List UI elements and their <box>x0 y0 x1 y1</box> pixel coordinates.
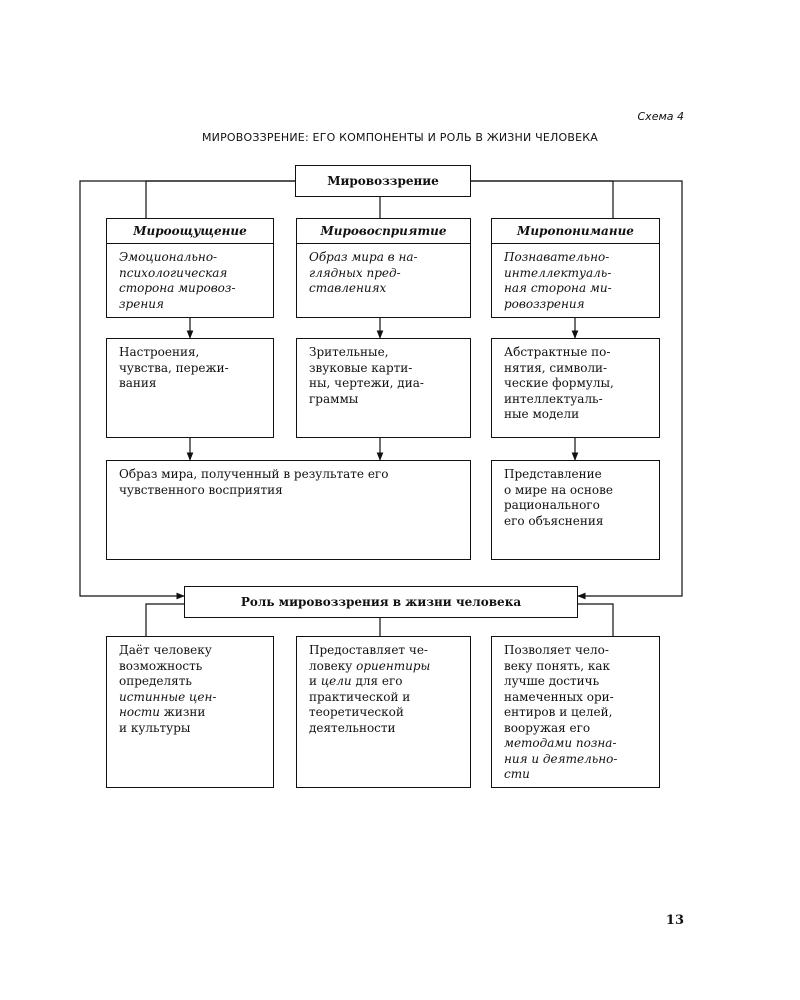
role-line: ентиров и целей, <box>504 705 613 719</box>
role-box: Роль мировоззрения в жизни человека <box>184 586 578 618</box>
role-line: возможность <box>119 658 203 673</box>
column-header: Миропонимание <box>492 219 659 244</box>
column-header: Мироощущение <box>107 219 273 244</box>
role-line: сти <box>504 767 530 781</box>
connector-role-right <box>578 603 614 636</box>
schema-label: Схема 4 <box>637 110 685 123</box>
column-box-mirooshchushchenie: Мироощущение Эмоционально-психологическа… <box>106 218 274 318</box>
column-header: Мировосприятие <box>297 219 470 244</box>
role-line: ния и деятельно- <box>504 751 618 766</box>
column-description: Образ мира в на-глядных пред- ставлениях <box>309 250 418 295</box>
role-line: теоретической <box>309 705 404 719</box>
role-line: истинные цен- <box>119 689 217 704</box>
role-line: Даёт человеку <box>119 643 212 657</box>
connector-outer-right <box>471 180 683 600</box>
role-line: и культуры <box>119 720 191 735</box>
column-box-mirovospriyatie: Мировосприятие Образ мира в на-глядных п… <box>296 218 471 318</box>
role-line: Позволяет чело- <box>504 643 609 657</box>
forms-box-visual: Зрительные,звуковые карти- ны, чертежи, … <box>296 338 471 438</box>
role-line: определять <box>119 674 192 688</box>
role-line: лучше достичь <box>504 674 600 688</box>
forms-box-abstract: Абстрактные по-нятия, символи- ческие фо… <box>491 338 660 438</box>
role-line: намеченных ори- <box>504 689 614 704</box>
root-box: Мировоззрение <box>295 165 471 197</box>
role-line: методами позна- <box>504 736 617 750</box>
role-line: деятельности <box>309 720 396 735</box>
role-label: Роль мировоззрения в жизни человека <box>240 595 522 609</box>
role-line: Предоставляет че- <box>309 643 428 657</box>
column-description: Эмоционально-психологическая сторона мир… <box>119 250 236 311</box>
role-line: ности жизни <box>119 705 206 719</box>
page-title: МИРОВОЗЗРЕНИЕ: ЕГО КОМПОНЕНТЫ И РОЛЬ В Ж… <box>201 131 599 144</box>
role-line: ловеку ориентиры <box>309 658 431 673</box>
connector-outer-left <box>79 180 295 600</box>
role-line: практической и <box>309 689 411 704</box>
role-line: и цели для его <box>309 674 403 688</box>
column-box-miroponimanie: Миропонимание Познавательно-интеллектуал… <box>491 218 660 318</box>
connector-role-left <box>145 603 184 636</box>
page-number: 13 <box>665 913 684 928</box>
role-line: вооружая его <box>504 720 591 735</box>
forms-box-emotional: Настроения,чувства, пережи-вания <box>106 338 274 438</box>
root-label: Мировоззрение <box>327 174 439 188</box>
column-description: Познавательно-интеллектуаль- ная сторона… <box>504 250 612 311</box>
role-line: веку понять, как <box>504 658 610 673</box>
